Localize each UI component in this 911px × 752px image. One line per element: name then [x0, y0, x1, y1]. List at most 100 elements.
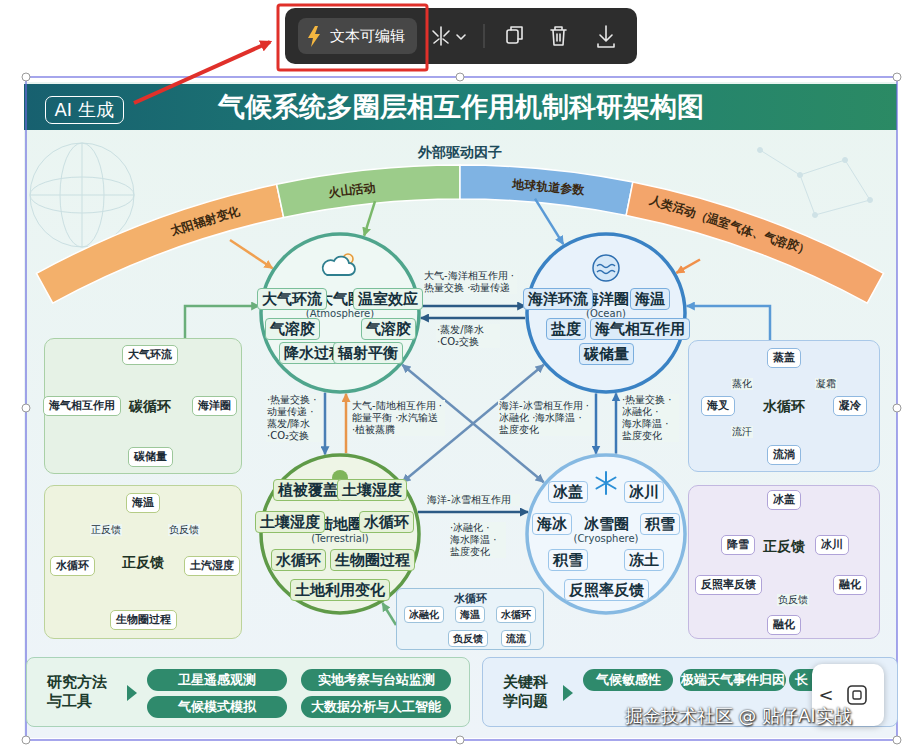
process-box: 大气环流: [257, 288, 327, 310]
node-text: 温室效应: [358, 290, 418, 308]
node-graphic: [563, 685, 573, 701]
node-graphic: [343, 254, 353, 264]
edge-label: 海洋-冰雪相互作用 ·冰融化 ·海水降温 ·盐度变化: [498, 400, 592, 436]
expand-icon: [848, 686, 866, 704]
tag-pill: 大数据分析与人工智能: [301, 696, 451, 718]
process-box: 冻土: [624, 549, 664, 571]
node-text: 海气相互作用: [595, 320, 685, 338]
toolbar: [278, 5, 637, 70]
process-box: 水循环: [359, 511, 414, 533]
node-text: 冰川: [821, 538, 843, 552]
process-box: 水循环: [271, 549, 326, 571]
node-graphic: [127, 685, 137, 701]
node-text: 土地利用变化: [295, 581, 385, 599]
cycle-box: 海气相互作用: [43, 396, 121, 416]
cycle-box: 融化: [833, 575, 867, 595]
driver-arc: [36, 165, 883, 303]
globe-art: [30, 143, 134, 247]
process-box: 冰川: [624, 481, 664, 503]
node-text: 流流: [506, 632, 526, 645]
connector: [421, 317, 525, 320]
process-box: 植被覆盖: [273, 479, 343, 501]
globe-art: [30, 143, 134, 247]
node-text: 盐度: [551, 320, 581, 338]
tag-pill: 实地考察与台站监测: [301, 669, 451, 691]
selection-frame: [22, 73, 30, 81]
edge-label: ·热量交换 ·冰融化 ·海水降温 ·盐度变化: [621, 394, 679, 442]
selection-frame: [22, 736, 30, 744]
sphere-circle: 大气圈(Atmosphere)大气环流温室效应气溶胶气溶胶降水过程辐射平衡: [259, 232, 421, 394]
network-art: [843, 158, 848, 163]
process-box: 海温: [630, 288, 670, 310]
process-box: 积雪: [640, 513, 680, 535]
node-text: 正反馈: [122, 554, 164, 571]
connector: [418, 511, 528, 514]
driver-band-shape: [36, 184, 283, 303]
toolbar: [285, 8, 637, 64]
connector: [382, 603, 396, 625]
node-text: 凝冷: [839, 399, 861, 413]
edge-label: 大气-陆地相互作用 ·能量平衡 ·水汽输送 ·植被蒸腾: [351, 400, 445, 436]
toolbar: [507, 30, 518, 43]
network-art: [760, 150, 870, 215]
node-graphic: [597, 265, 615, 274]
edge-label: 正反馈: [90, 524, 122, 536]
selection-frame: [893, 73, 901, 81]
selection-frame: [22, 73, 901, 744]
connector: [687, 306, 770, 340]
node-text: 碳储量: [134, 450, 167, 464]
edge-label: 海洋-冰雪相互作用: [426, 494, 520, 506]
process-box: 反照率反馈: [564, 579, 649, 601]
network-art: [868, 198, 873, 203]
node-text: 大数据分析与人工智能: [311, 699, 441, 715]
node-text: 正反馈: [763, 538, 805, 555]
toolbar: [551, 27, 566, 45]
summary-bar: 研究方法与工具卫星遥感观测实地考察与台站监测气候模式模拟大数据分析与人工智能: [26, 657, 470, 727]
cycle-box: 水循环: [50, 556, 95, 576]
node-graphic: [308, 26, 320, 47]
cycle-box: 海温: [126, 493, 160, 513]
sphere-circle: 冰雪圈(Cryosphere)冰盖冰川海冰积雪积雪冻土反照率反馈: [525, 453, 687, 615]
edge-label: 负反馈: [777, 594, 809, 606]
node-text: 海洋环流: [528, 290, 588, 308]
node-graphic: [323, 254, 355, 275]
node-text: 生物圈过程: [335, 551, 410, 569]
node-text: 气候模式模拟: [178, 699, 256, 715]
cycle-panel: 正反馈冰盖降雪冰川反照率反馈融化融化: [688, 485, 880, 639]
cycle-box: 冰川: [815, 535, 849, 555]
node-graphic: [593, 255, 619, 281]
cycle-box: 融化: [767, 615, 801, 635]
node-text: 流淌: [773, 448, 795, 462]
node-text: 冰雪圈: [584, 515, 629, 533]
connector: [421, 305, 526, 308]
process-box: 海洋环流: [523, 288, 593, 310]
node-text: 反照率反馈: [701, 578, 756, 592]
node-text: AI 生成: [55, 98, 114, 122]
poster-ground: [24, 82, 897, 738]
tag-pill: 极端天气事件归因: [680, 669, 786, 691]
cycle-box: 反照率反馈: [695, 575, 762, 595]
expand-icon: [853, 691, 861, 699]
edge-label: ·蒸发/降水 ·CO₂交换: [436, 324, 500, 348]
connector: [230, 240, 272, 268]
connector: [185, 306, 259, 338]
node-text: 冻土: [629, 551, 659, 569]
node-text: (Cryosphere): [573, 533, 638, 545]
feedback-step: 海温: [455, 606, 485, 623]
edge-label: 流汗: [731, 426, 753, 438]
process-box: 盐度: [546, 318, 586, 340]
toolbar: [433, 27, 449, 45]
node-text: 水循环: [364, 513, 409, 531]
globe-art: [30, 143, 134, 247]
toolbar: [511, 27, 522, 39]
node-text: 土壤湿度: [342, 481, 402, 499]
edge-label: 大气-海洋相互作用 ·热量交换 ·动量传递: [423, 270, 517, 294]
cycle-box: 凝冷: [833, 396, 867, 416]
process-box: 温室效应: [353, 288, 423, 310]
toolbar-button: 文本可编辑: [298, 18, 417, 54]
node-text: 海温: [635, 290, 665, 308]
process-box: 气溶胶: [265, 318, 320, 340]
toolbar: [598, 26, 614, 47]
connector: [345, 394, 348, 453]
node-text: 土汽湿度: [190, 559, 234, 573]
